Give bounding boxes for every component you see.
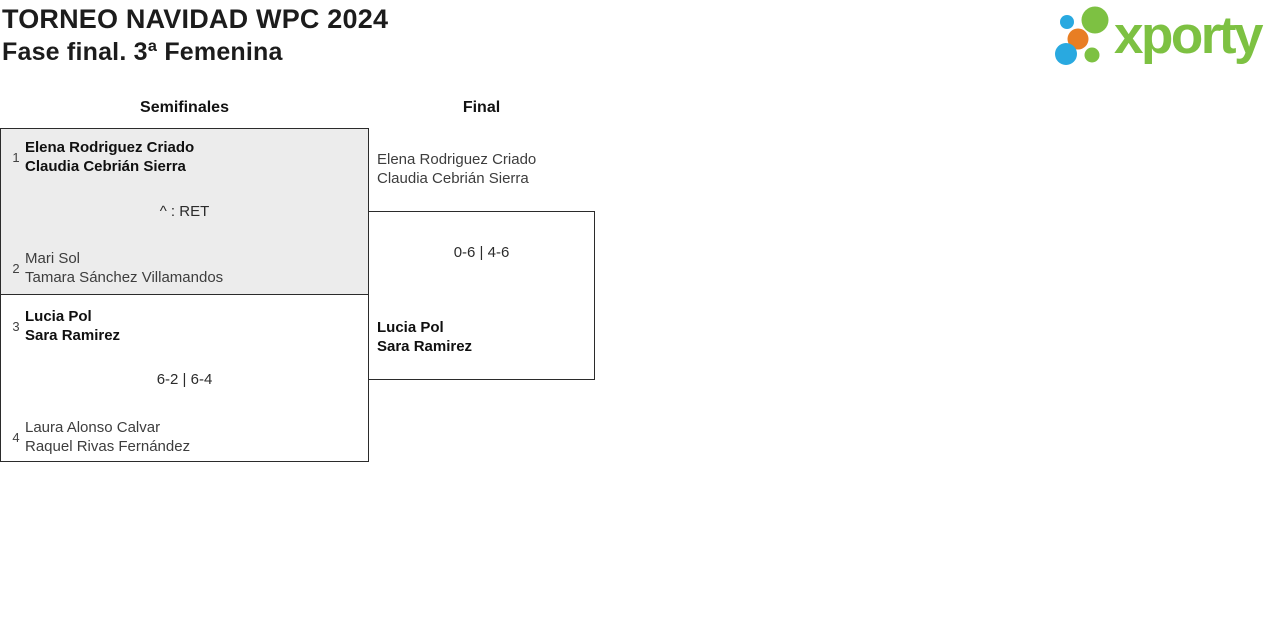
round-header-semifinals: Semifinales — [140, 99, 229, 116]
team-players: Elena Rodriguez Criado Claudia Cebrián S… — [377, 150, 536, 188]
match-semifinal-2: 3 Lucia Pol Sara Ramirez 6-2 | 6-4 4 Lau… — [0, 294, 369, 462]
page-title: TORNEO NAVIDAD WPC 2024 — [2, 4, 389, 34]
player-name: Sara Ramirez — [377, 338, 473, 355]
team-laura-raquel: 4 Laura Alonso Calvar Raquel Rivas Ferná… — [7, 418, 190, 456]
match-final: 0-6 | 4-6 Lucia Pol Sara Ramirez — [368, 211, 595, 380]
team-players: Laura Alonso Calvar Raquel Rivas Fernánd… — [25, 418, 190, 456]
seed-number: 2 — [12, 260, 20, 276]
player-name: Claudia Cebrián Sierra — [25, 158, 186, 175]
player-name: Raquel Rivas Fernández — [25, 438, 191, 455]
team-players: Mari Sol Tamara Sánchez Villamandos — [25, 249, 223, 287]
team-players: Elena Rodriguez Criado Claudia Cebrián S… — [25, 138, 194, 176]
match-semifinal-1: 1 Elena Rodriguez Criado Claudia Cebrián… — [0, 128, 369, 295]
player-name: Lucia Pol — [25, 308, 92, 325]
final-score: 0-6 | 4-6 — [453, 244, 510, 261]
final-team-elena-claudia: Elena Rodriguez Criado Claudia Cebrián S… — [377, 150, 536, 188]
team-players: Lucia Pol Sara Ramirez — [377, 318, 472, 356]
match-score: ^ : RET — [159, 203, 210, 220]
xporty-dots-icon — [1055, 6, 1109, 65]
seed-number: 3 — [12, 318, 20, 334]
player-name: Tamara Sánchez Villamandos — [25, 269, 224, 286]
player-name: Elena Rodriguez Criado — [377, 151, 537, 168]
player-name: Mari Sol — [25, 250, 81, 267]
team-lucia-sara: 3 Lucia Pol Sara Ramirez — [7, 307, 120, 345]
seed-number: 1 — [12, 149, 20, 165]
round-header-final: Final — [462, 99, 501, 116]
page-subtitle: Fase final. 3ª Femenina — [2, 38, 283, 66]
xporty-logo[interactable]: xporty — [1046, 2, 1263, 72]
xporty-wordmark: xporty — [1114, 6, 1263, 65]
player-name: Claudia Cebrián Sierra — [377, 170, 529, 187]
team-marisol-tamara: 2 Mari Sol Tamara Sánchez Villamandos — [7, 249, 223, 287]
player-name: Laura Alonso Calvar — [25, 419, 161, 436]
player-name: Elena Rodriguez Criado — [25, 139, 195, 156]
match-score: 6-2 | 6-4 — [156, 371, 213, 388]
team-elena-claudia: 1 Elena Rodriguez Criado Claudia Cebrián… — [7, 138, 194, 176]
player-name: Lucia Pol — [377, 319, 444, 336]
final-team-lucia-sara: Lucia Pol Sara Ramirez — [377, 318, 472, 356]
team-players: Lucia Pol Sara Ramirez — [25, 307, 120, 345]
seed-number: 4 — [12, 429, 20, 445]
player-name: Sara Ramirez — [25, 327, 121, 344]
